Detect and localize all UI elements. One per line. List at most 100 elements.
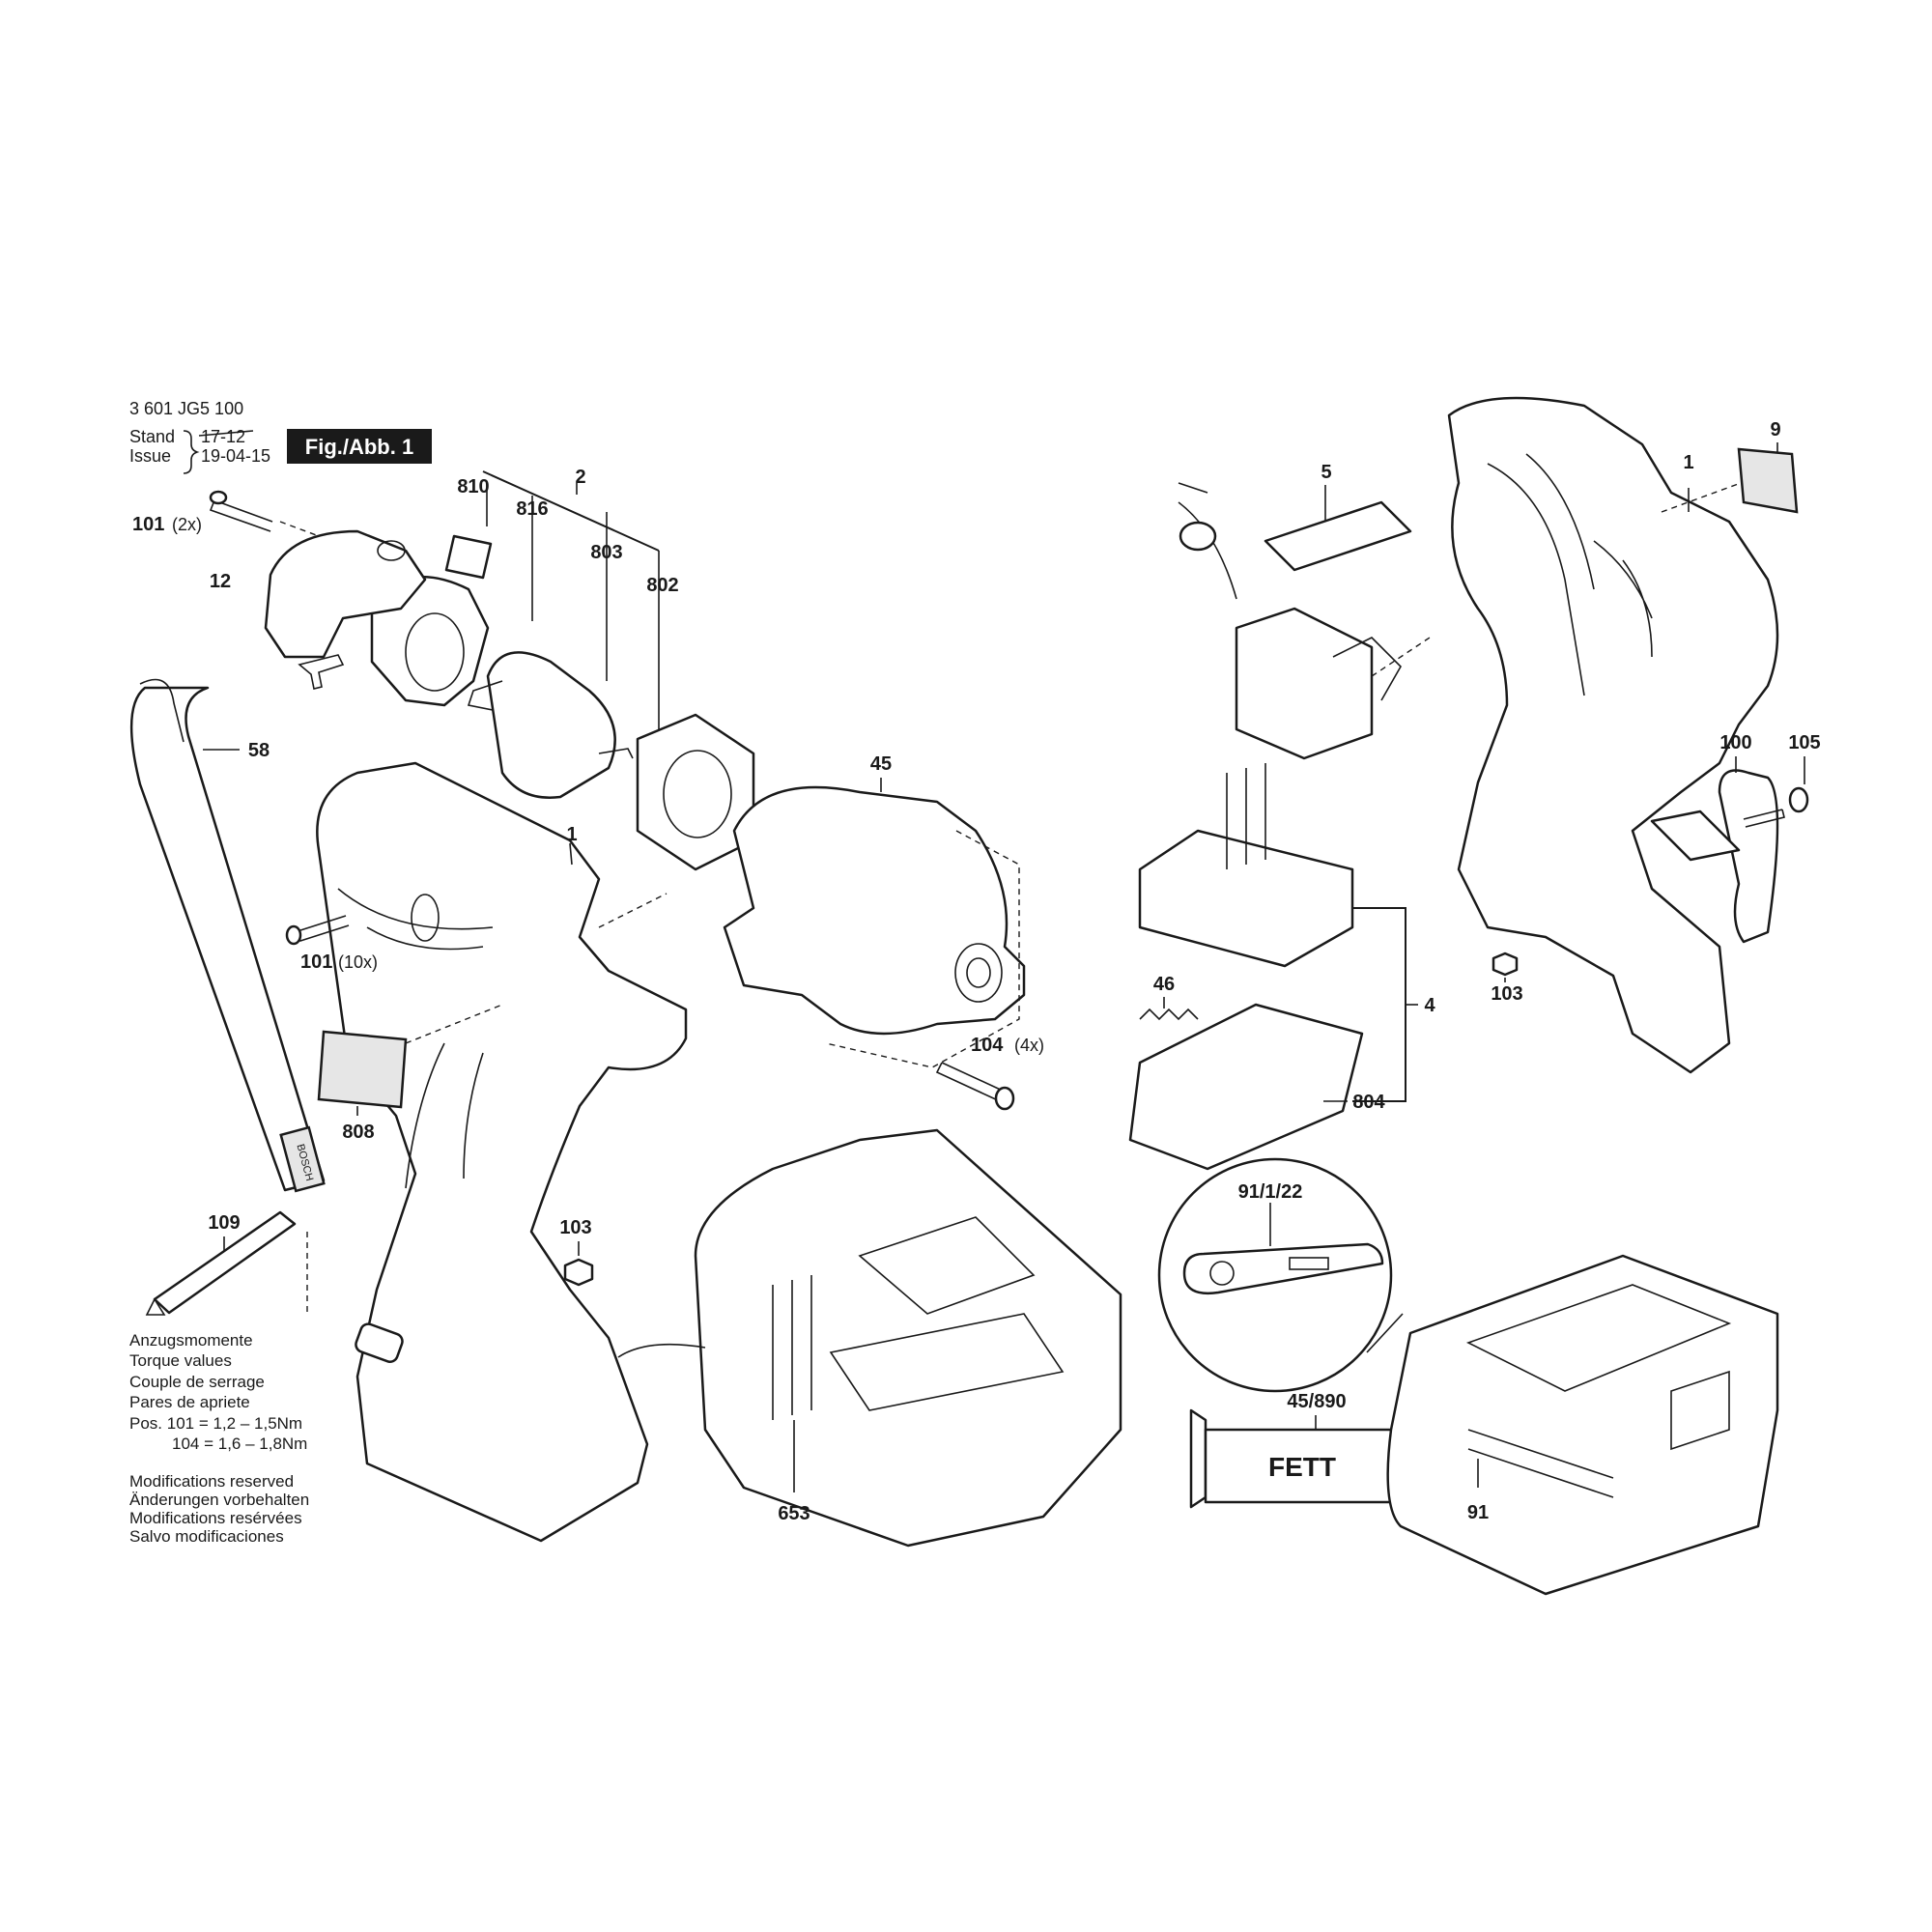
modifications-fr: Modifications resérvées xyxy=(129,1509,302,1527)
right-housing-ribs xyxy=(1487,453,1653,696)
part-103-nut-right xyxy=(1492,952,1519,977)
callout-58: 58 xyxy=(248,740,270,761)
charger-top-recess xyxy=(858,1216,1036,1315)
callout-1-right: 1 xyxy=(1683,452,1693,473)
gear-housing-spindle-inner xyxy=(966,957,991,988)
stand-value-struck: 17-12 xyxy=(201,427,245,446)
housing-detail-lines xyxy=(337,888,494,1189)
battery-side-lines xyxy=(1467,1429,1614,1498)
part-808-label xyxy=(317,1030,408,1109)
callout-5: 5 xyxy=(1321,462,1331,483)
callout-810: 810 xyxy=(457,476,489,497)
part-802-magnet-ring xyxy=(636,713,755,871)
callout-9: 9 xyxy=(1770,419,1780,440)
callout-91: 91 xyxy=(1467,1502,1489,1523)
label-9-path xyxy=(1661,482,1742,513)
callout-103-right: 103 xyxy=(1491,983,1522,1005)
callout-105: 105 xyxy=(1788,732,1820,753)
gear-housing-group xyxy=(598,778,1026,1111)
callout-653: 653 xyxy=(778,1503,810,1524)
switch-body xyxy=(1235,607,1374,760)
label-808-path xyxy=(405,1004,503,1044)
battery-body xyxy=(1386,1254,1779,1596)
issue-value: 19-04-15 xyxy=(201,446,270,466)
charger-body xyxy=(694,1128,1122,1548)
screw-105 xyxy=(1743,809,1785,828)
torque-line-en: Torque values xyxy=(129,1351,232,1370)
callout-104-qty: (4x) xyxy=(1014,1036,1044,1055)
modifications-es: Salvo modificaciones xyxy=(129,1527,284,1546)
callout-100: 100 xyxy=(1719,732,1751,753)
part-1-left-housing xyxy=(316,761,688,1543)
screw-101-lower-head xyxy=(285,924,302,946)
callout-104: 104 xyxy=(971,1035,1004,1056)
callout-labels: 810 2 816 803 802 101 (2x) 12 58 45 1 10… xyxy=(132,419,1821,1524)
grease-tube-cap xyxy=(1189,1408,1208,1509)
part-103-nut-left xyxy=(563,1258,594,1287)
screw-105-head xyxy=(1788,786,1809,813)
header-brace xyxy=(183,430,200,474)
callout-101-lower-qty: (10x) xyxy=(338,952,378,972)
callout-808: 808 xyxy=(342,1122,374,1143)
callout-91-1-22: 91/1/22 xyxy=(1238,1181,1303,1203)
detail-label-squares xyxy=(1289,1257,1329,1270)
contact-plate xyxy=(1138,829,1354,968)
charger-653 xyxy=(617,1128,1122,1548)
part-1-right-housing xyxy=(1447,396,1779,1074)
callout-12: 12 xyxy=(210,571,231,592)
part-810-plate xyxy=(444,534,493,580)
part-45-gear-housing xyxy=(723,785,1026,1036)
switch-dash xyxy=(1371,637,1431,677)
modifications-notes: Modifications reserved Änderungen vorbeh… xyxy=(129,1472,309,1546)
callout-802: 802 xyxy=(646,575,678,596)
callout-103-left: 103 xyxy=(559,1217,591,1238)
switch-group xyxy=(1128,482,1431,1171)
torque-line-fr: Couple de serrage xyxy=(129,1373,265,1391)
part-804-plate xyxy=(1128,1003,1364,1171)
strap-body xyxy=(129,686,326,1192)
grease-label-fett: FETT xyxy=(1268,1452,1336,1482)
housing-foot-pad xyxy=(355,1322,404,1363)
modifications-de: Änderungen vorbehalten xyxy=(129,1491,309,1509)
group-4-bracket xyxy=(1352,907,1406,1102)
switch-trigger xyxy=(1332,637,1402,701)
detail-pointer xyxy=(1366,1313,1404,1353)
part-46-spring xyxy=(1139,1008,1199,1021)
battery-91 xyxy=(1386,1254,1779,1596)
stand-label: Stand xyxy=(129,427,175,446)
battery-label-detail xyxy=(1157,1157,1404,1393)
modifications-en: Modifications reserved xyxy=(129,1472,294,1491)
cover-hole xyxy=(377,540,406,561)
torque-row-104: 104 = 1,6 – 1,8Nm xyxy=(172,1435,307,1453)
armature-shaft-front xyxy=(598,748,634,759)
strap-label-patch xyxy=(279,1125,326,1193)
callout-101-upper: 101 xyxy=(132,514,164,535)
torque-notes: Anzugsmomente Torque values Couple de se… xyxy=(129,1331,307,1453)
group-2-bracket xyxy=(482,470,660,552)
screw-104 xyxy=(935,1062,1006,1102)
housing-alignment-line xyxy=(598,893,668,928)
belt-clip-mount xyxy=(1650,810,1741,862)
header-block: 3 601 JG5 100 Stand Issue 17-12 19-04-15… xyxy=(129,399,432,474)
issue-label: Issue xyxy=(129,446,171,466)
charger-cable xyxy=(617,1343,706,1358)
screw-104-head xyxy=(994,1086,1015,1111)
brush-holder-group xyxy=(209,470,755,871)
magnet-ring-bore xyxy=(663,750,732,838)
part-5-switch-cover xyxy=(1264,500,1412,572)
detail-label-strip xyxy=(1182,1242,1384,1295)
callout-109: 109 xyxy=(208,1212,240,1234)
switch-wire-clip xyxy=(1179,521,1217,552)
part-100-belt-clip xyxy=(1718,769,1779,944)
bit-tip xyxy=(145,1297,166,1316)
charger-vents xyxy=(772,1275,812,1420)
housing-screw-boss xyxy=(411,894,440,942)
figure-badge-bg xyxy=(287,429,432,464)
callout-45: 45 xyxy=(870,753,892,775)
leader-1-left xyxy=(569,842,573,866)
callout-4: 4 xyxy=(1424,995,1435,1016)
figure-badge: Fig./Abb. 1 xyxy=(305,435,413,459)
strike-line xyxy=(198,430,254,437)
callout-101-upper-qty: (2x) xyxy=(172,515,202,534)
